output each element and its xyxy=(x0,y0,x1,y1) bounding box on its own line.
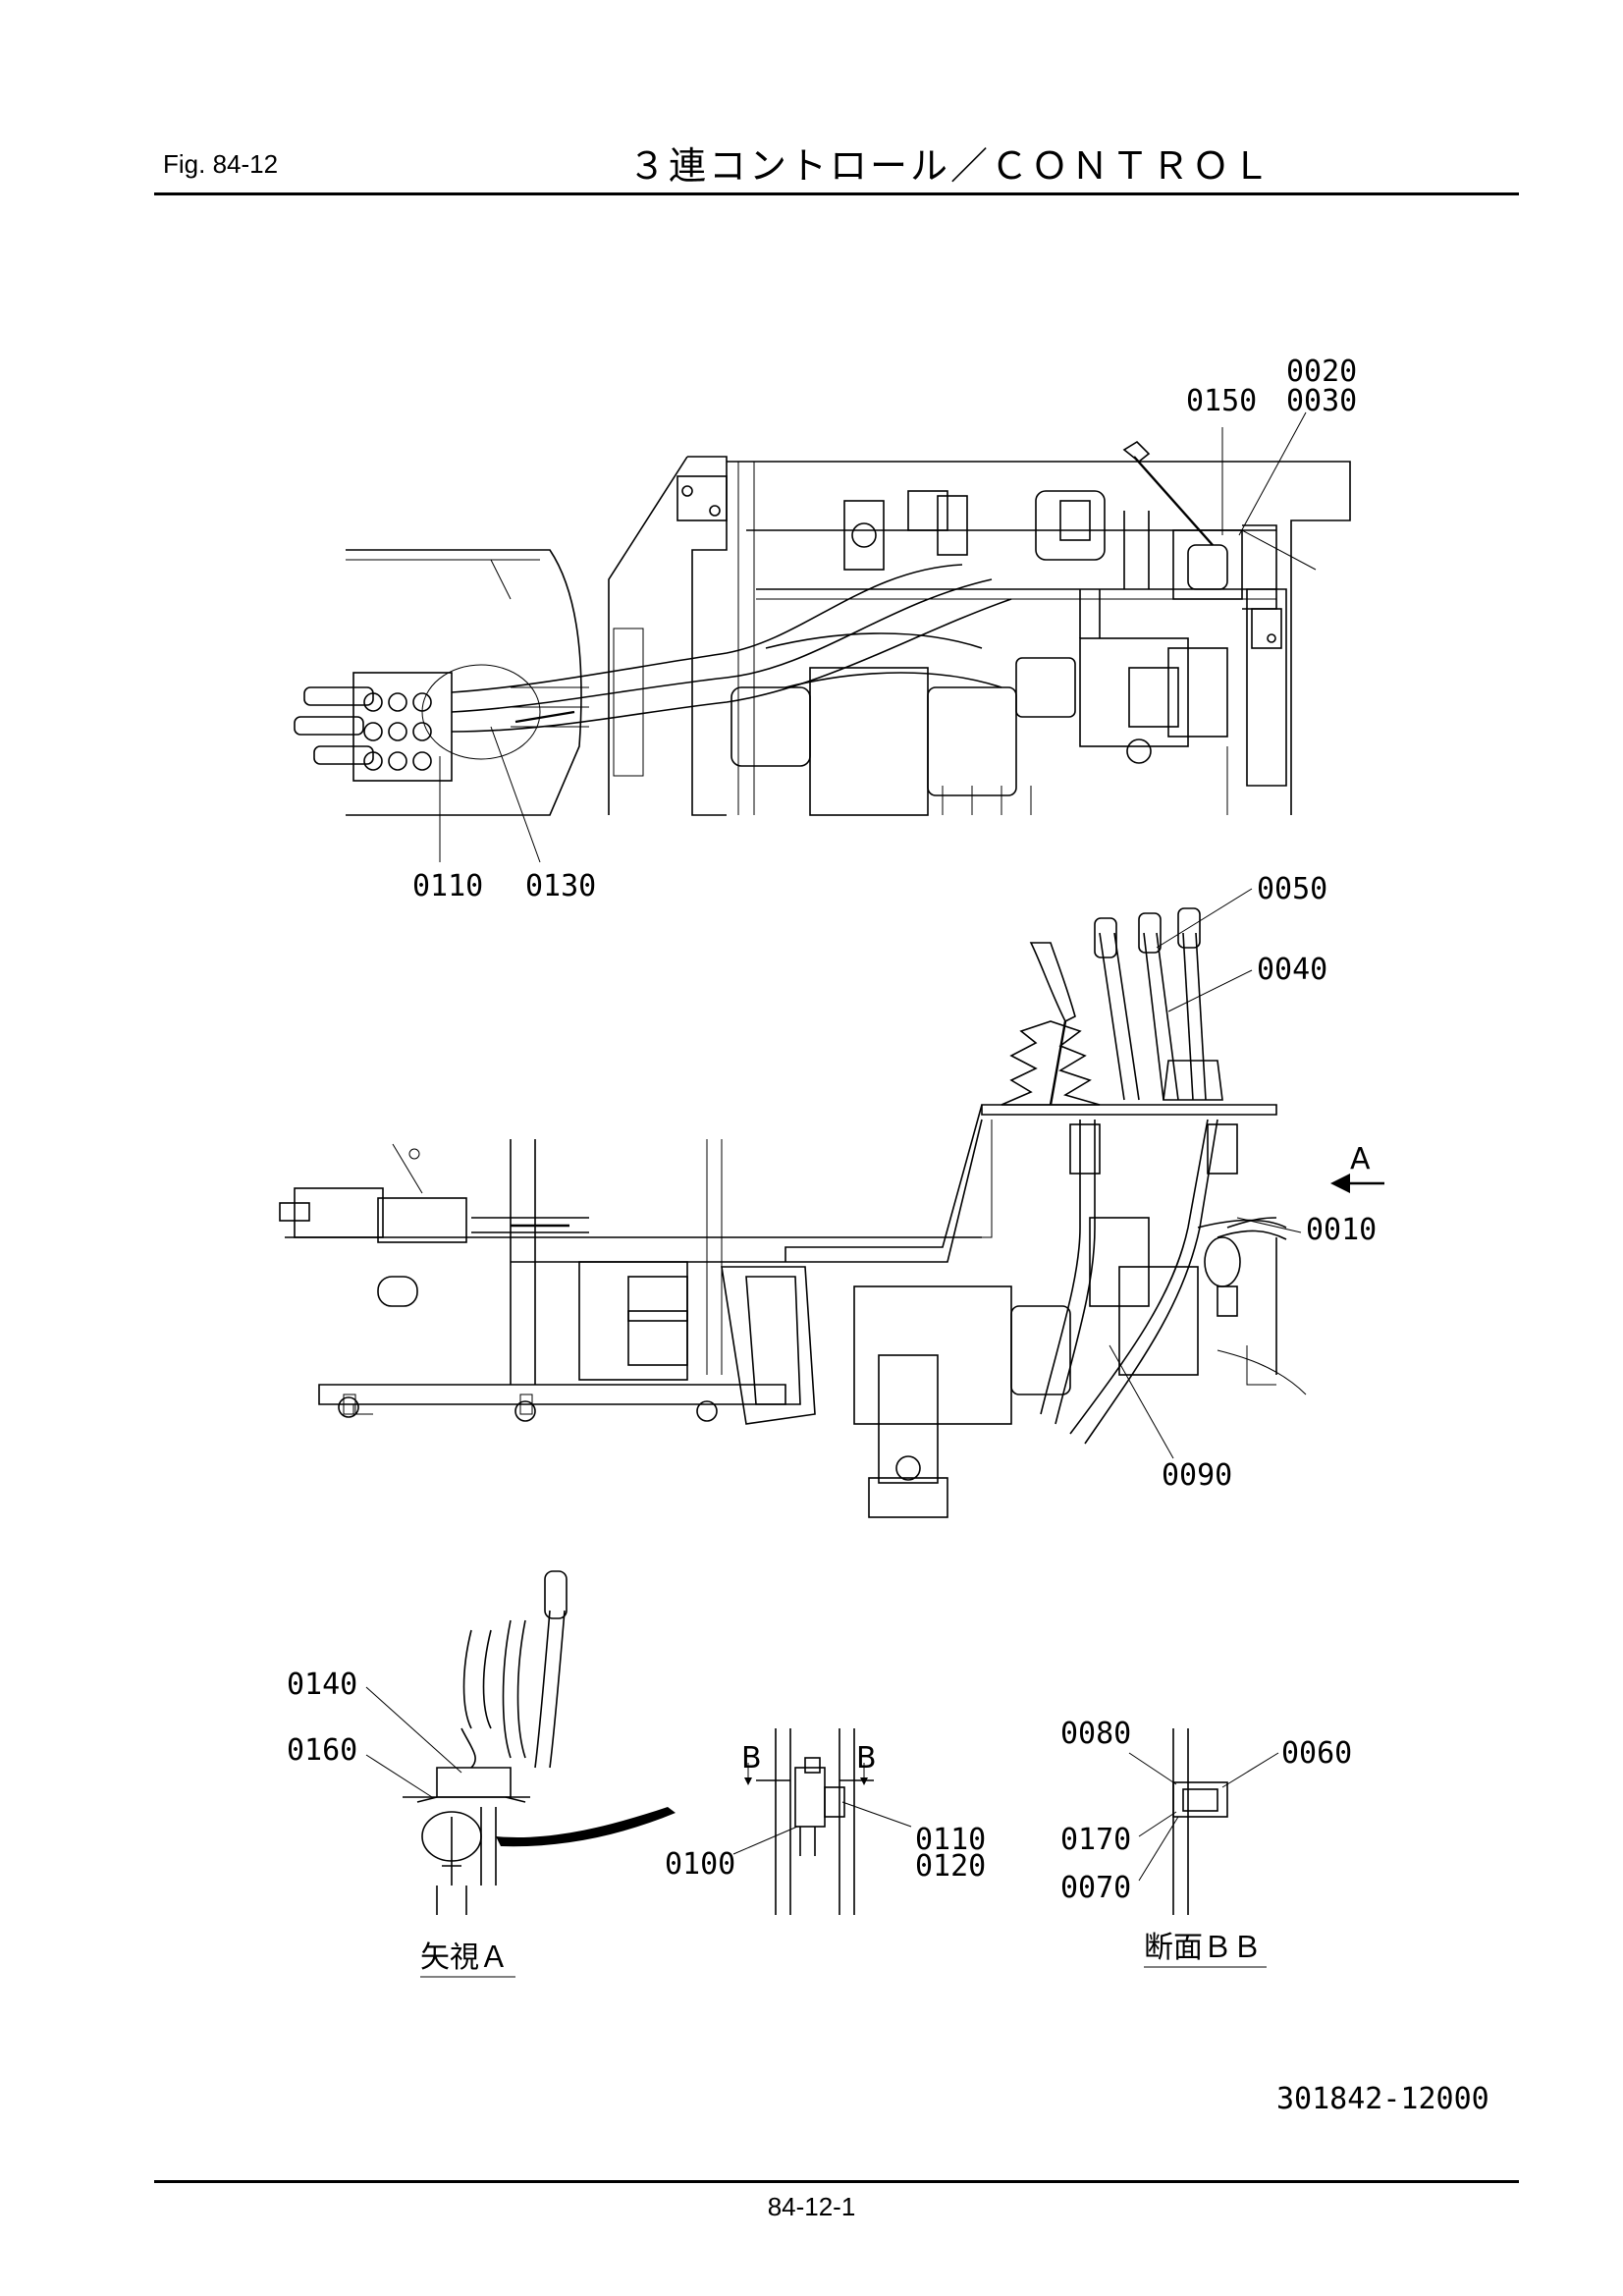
callout-0020: 0020 xyxy=(1286,355,1357,389)
figure-title: ３連コントロール／ＣＯＮＴＲＯＬ xyxy=(628,144,1273,188)
side-view-drawing xyxy=(279,888,1384,1518)
section-b-left-label: B xyxy=(741,1741,762,1776)
callout-0120: 0120 xyxy=(915,1849,986,1884)
callout-0030: 0030 xyxy=(1286,384,1357,418)
figure-number: Fig. 84-12 xyxy=(163,149,279,179)
view-arrow-a-label: A xyxy=(1350,1142,1371,1176)
caption-section-bb: 断面ＢＢ xyxy=(1144,1931,1262,1965)
footer-rule xyxy=(154,2180,1519,2183)
section-bb-detail xyxy=(1128,1728,1279,1915)
callout-0080: 0080 xyxy=(1060,1717,1131,1751)
top-view-drawing xyxy=(294,411,1351,863)
callout-0070: 0070 xyxy=(1060,1871,1131,1905)
section-b-detail xyxy=(732,1728,912,1915)
callout-0130: 0130 xyxy=(525,869,596,903)
callout-labels: 0020 0030 0150 0110 0130 0050 0040 0010 … xyxy=(287,355,1377,1905)
callout-0110-top: 0110 xyxy=(412,869,483,903)
callout-0140: 0140 xyxy=(287,1667,357,1702)
callout-0110-detail: 0110 xyxy=(915,1823,986,1857)
callout-0060: 0060 xyxy=(1281,1736,1352,1771)
header-rule xyxy=(154,192,1519,195)
callout-0100: 0100 xyxy=(665,1847,735,1882)
drawing-number: 301842-12000 xyxy=(1276,2082,1489,2116)
callout-0040: 0040 xyxy=(1257,953,1327,987)
view-a-detail xyxy=(365,1570,676,1915)
callout-0160: 0160 xyxy=(287,1733,357,1768)
callout-0050: 0050 xyxy=(1257,872,1327,906)
callout-0170: 0170 xyxy=(1060,1823,1131,1857)
callout-0090: 0090 xyxy=(1162,1458,1232,1493)
callout-0150: 0150 xyxy=(1186,384,1257,418)
callout-0010: 0010 xyxy=(1306,1213,1377,1247)
caption-view-a: 矢視Ａ xyxy=(420,1941,509,1975)
section-b-right-label: B xyxy=(856,1741,877,1776)
page-number: 84-12-1 xyxy=(767,2192,856,2221)
